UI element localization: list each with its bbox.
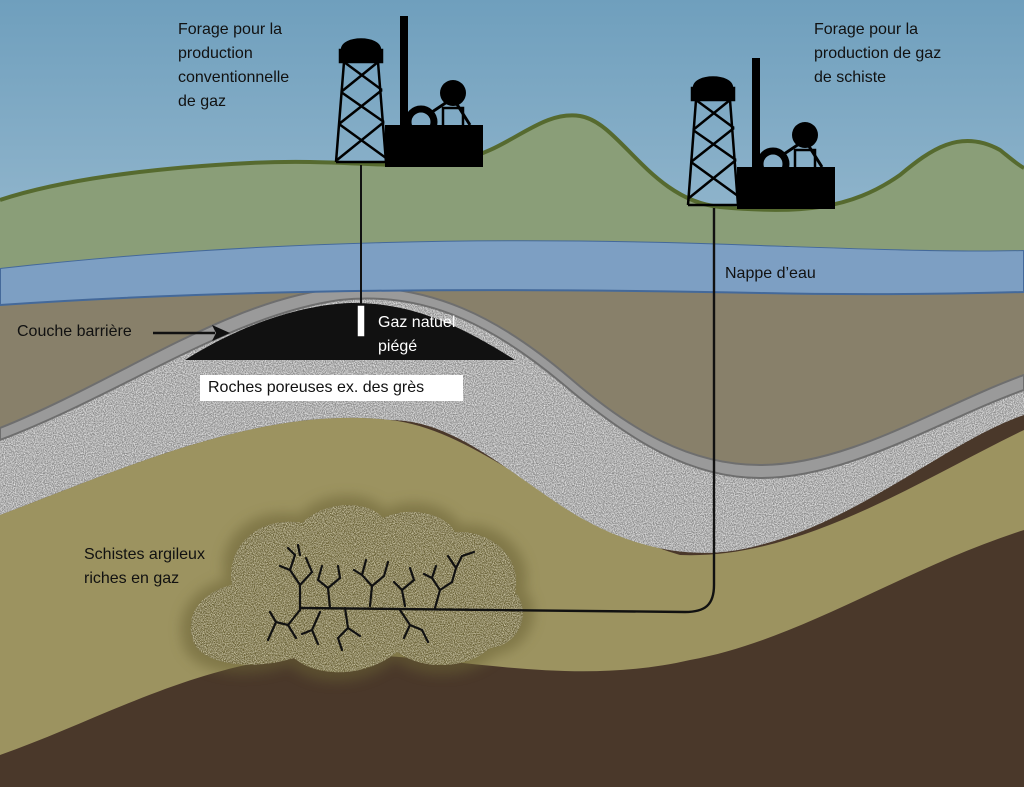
label-shale-drilling: Forage pour la production de gaz de schi… [814,18,941,90]
conventional-well-tip [357,305,365,337]
label-water-table: Nappe d’eau [725,262,816,286]
label-shale: Schistes argileux riches en gaz [84,543,205,591]
label-conventional-drilling: Forage pour la production conventionnell… [178,18,289,114]
label-porous-rock: Roches poreuses ex. des grès [200,375,463,401]
label-barrier-layer: Couche barrière [17,320,132,344]
label-trapped-gas: Gaz natuel piégé [378,311,455,359]
